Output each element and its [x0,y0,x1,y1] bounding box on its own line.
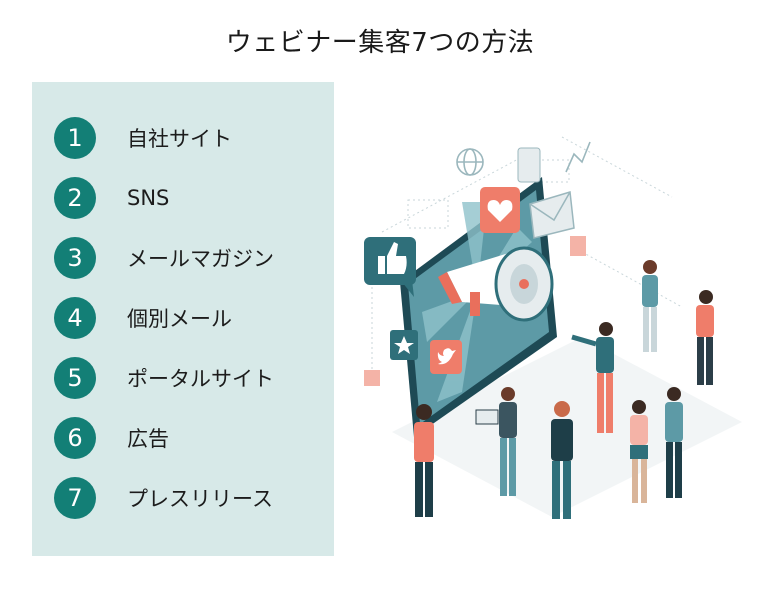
person [475,387,517,496]
page-title: ウェビナー集客7つの方法 [225,28,535,58]
list-item: 7 プレスリリース [54,476,273,520]
list-item: 2 SNS [54,176,169,220]
methods-list: 1 自社サイト 2 SNS 3 メールマガジン 4 個別メール 5 ポータルサイ… [32,82,334,556]
list-item: 4 個別メール [54,296,232,340]
person [642,260,658,352]
star-icon [390,330,418,360]
number-badge: 6 [54,417,96,459]
method-label: プレスリリース [127,487,273,511]
person [571,322,614,433]
number-badge: 5 [54,357,96,399]
number-badge: 3 [54,237,96,279]
number-badge: 4 [54,297,96,339]
decor-square [570,236,586,256]
method-label: メールマガジン [127,247,274,271]
number-badge: 7 [54,477,96,519]
method-label: ポータルサイト [127,367,274,391]
person [551,401,573,519]
chart-icon [517,141,591,183]
number-badge: 1 [54,117,96,159]
person [630,400,648,503]
globe-icon [456,148,484,176]
person [696,290,714,385]
number-badge: 2 [54,177,96,219]
marketing-illustration [364,136,742,519]
person [414,404,434,517]
method-label: 個別メール [127,307,232,331]
thumbs-up-icon [364,237,416,297]
decor-square [364,370,380,386]
megaphone-icon [438,246,554,322]
heart-icon [480,187,520,233]
person [665,387,683,498]
method-label: SNS [127,186,170,210]
mail-icon [529,191,575,239]
list-item: 3 メールマガジン [54,236,274,280]
twitter-bird-icon [430,340,462,374]
method-label: 自社サイト [127,127,232,151]
method-label: 広告 [127,427,169,451]
list-item: 5 ポータルサイト [54,356,274,400]
list-item: 6 広告 [54,416,169,460]
list-item: 1 自社サイト [54,116,232,160]
